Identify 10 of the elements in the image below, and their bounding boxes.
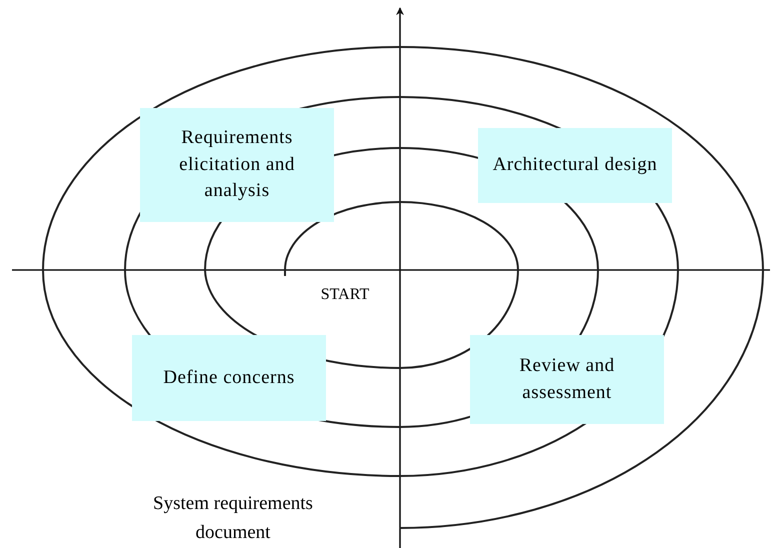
box-text: Review and assessment: [518, 354, 616, 404]
box-text: Requirements elicitation and analysis: [178, 126, 296, 204]
text-label: START: [320, 285, 370, 305]
text-label: System requirements document: [152, 492, 314, 544]
process-box: [470, 335, 664, 424]
box-text: Define concerns: [163, 366, 295, 390]
process-box: [478, 128, 672, 203]
box-text: Architectural design: [492, 153, 658, 178]
process-box: [132, 335, 326, 421]
process-box: [140, 108, 334, 222]
